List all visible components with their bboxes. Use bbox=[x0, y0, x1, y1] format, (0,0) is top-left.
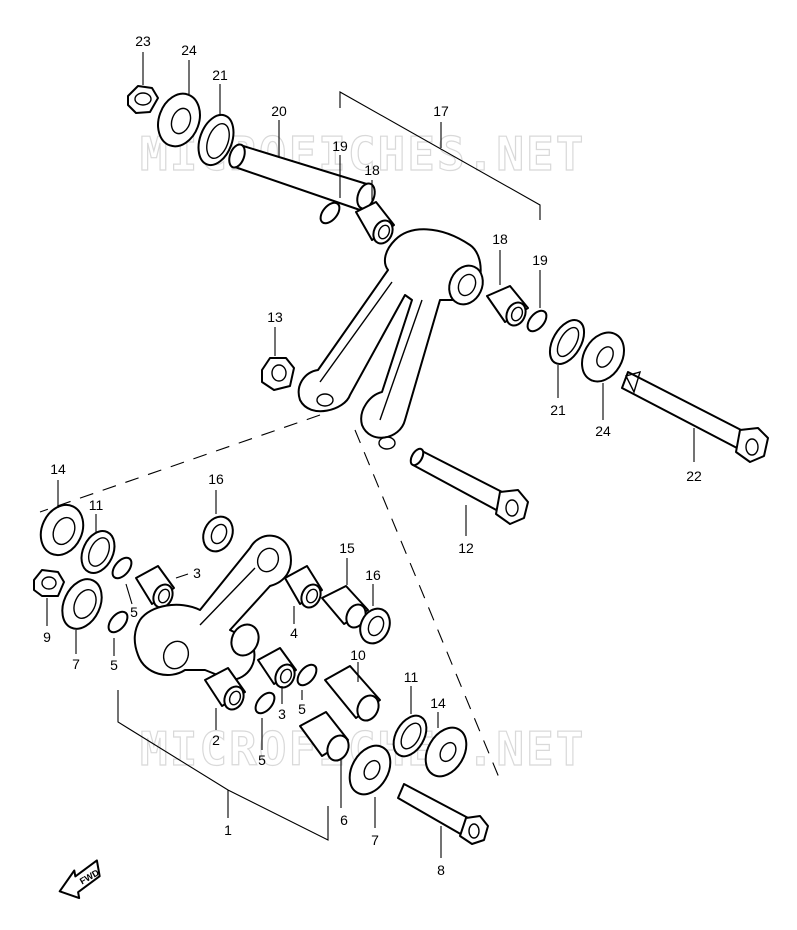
cushion-lever-1 bbox=[133, 534, 292, 681]
cushion-rod-17 bbox=[297, 228, 484, 450]
callout-5-c: 5 bbox=[258, 752, 266, 768]
callout-1: 1 bbox=[224, 822, 232, 838]
callout-21-upper: 21 bbox=[212, 67, 228, 83]
bearing-18-right bbox=[486, 285, 529, 327]
oring-5-d bbox=[296, 663, 318, 687]
assembly-line-left bbox=[39, 414, 321, 513]
group-17-bracket bbox=[339, 91, 541, 220]
nut-13 bbox=[261, 357, 295, 391]
washer-24-right bbox=[581, 331, 625, 383]
assembly-line-right bbox=[354, 429, 501, 781]
nut-9 bbox=[33, 569, 65, 597]
callout-15: 15 bbox=[339, 540, 355, 556]
callout-12: 12 bbox=[458, 540, 474, 556]
callout-18-right: 18 bbox=[492, 231, 508, 247]
callout-21-right: 21 bbox=[550, 402, 566, 418]
leader-5-a bbox=[125, 583, 133, 605]
callout-5-b: 5 bbox=[110, 657, 118, 673]
oring-5-b bbox=[107, 610, 129, 634]
callout-11-left: 11 bbox=[89, 497, 104, 513]
callout-7-left: 7 bbox=[72, 656, 80, 672]
washer-24-upper bbox=[157, 92, 201, 148]
nut-23 bbox=[127, 85, 159, 114]
callout-5-d: 5 bbox=[298, 701, 306, 717]
bearing-3-lower bbox=[257, 647, 297, 689]
bearing-4 bbox=[284, 565, 323, 609]
bushing-16-upper bbox=[202, 515, 234, 553]
callout-16-right: 16 bbox=[365, 567, 381, 583]
bushing-16-right bbox=[359, 607, 391, 645]
callout-14-right: 14 bbox=[430, 695, 446, 711]
collar-6 bbox=[299, 711, 350, 762]
oring-19-right bbox=[526, 309, 548, 333]
callout-19-upper: 19 bbox=[332, 138, 348, 154]
callout-9: 9 bbox=[43, 629, 51, 645]
collar-10 bbox=[324, 665, 381, 722]
callout-19-right: 19 bbox=[532, 252, 548, 268]
callout-4: 4 bbox=[290, 625, 298, 641]
oring-5-c bbox=[254, 691, 276, 715]
fwd-arrow-icon: FWD bbox=[58, 859, 101, 900]
seal-11-left bbox=[80, 530, 116, 574]
seal-21-upper bbox=[197, 113, 235, 167]
callout-3-lower: 3 bbox=[278, 706, 286, 722]
washer-7-right bbox=[348, 744, 392, 796]
callout-6: 6 bbox=[340, 812, 348, 828]
washer-14-right bbox=[424, 726, 468, 778]
leader-3-upper bbox=[175, 573, 189, 579]
callout-5-a: 5 bbox=[130, 604, 138, 620]
callout-10: 10 bbox=[350, 647, 366, 663]
callout-3-upper: 3 bbox=[193, 565, 201, 581]
callout-7-right: 7 bbox=[371, 832, 379, 848]
callout-16-upper: 16 bbox=[208, 471, 224, 487]
callout-13: 13 bbox=[267, 309, 283, 325]
callout-20: 20 bbox=[271, 103, 287, 119]
seal-21-right bbox=[548, 319, 586, 365]
callout-8: 8 bbox=[437, 862, 445, 878]
callout-14-left: 14 bbox=[50, 461, 66, 477]
washer-7-left bbox=[61, 578, 103, 630]
washer-14-left bbox=[39, 503, 85, 557]
seal-11-right bbox=[392, 714, 428, 758]
callout-23: 23 bbox=[135, 33, 151, 49]
bolt-22 bbox=[621, 370, 769, 463]
callout-11-right: 11 bbox=[404, 669, 419, 685]
callout-18-upper: 18 bbox=[364, 162, 380, 178]
callout-22: 22 bbox=[686, 468, 702, 484]
bolt-8 bbox=[397, 783, 489, 845]
bolt-12 bbox=[409, 447, 529, 525]
callout-24-upper: 24 bbox=[181, 42, 197, 58]
callout-24-right: 24 bbox=[595, 423, 611, 439]
bearing-3-upper bbox=[135, 565, 175, 609]
callout-2: 2 bbox=[212, 732, 220, 748]
oring-19-upper bbox=[319, 201, 341, 225]
bearing-18-upper bbox=[355, 201, 395, 245]
callout-17: 17 bbox=[433, 103, 449, 119]
oring-5-a bbox=[111, 556, 133, 580]
bearing-2 bbox=[204, 667, 246, 711]
